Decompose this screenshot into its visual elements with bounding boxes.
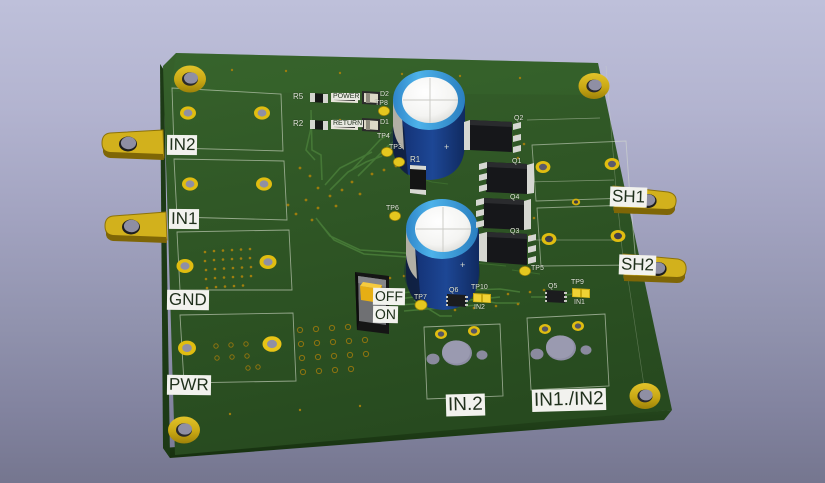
refdes-q3: Q3 [510,228,520,235]
label-tp9: TP9 [571,279,584,286]
refdes-q2: Q2 [514,115,524,122]
connector-pads-left [176,106,282,356]
soic-q6 [446,294,468,307]
silk-label-gnd: GND [166,289,209,311]
label-tp8: TP8 [375,100,388,107]
refdes-q1: Q1 [512,158,522,165]
testpad-tp10 [473,293,491,303]
silk-label-in1-in2-bottom: IN1./IN2 [531,388,606,412]
silk-label-in2-left: IN2 [166,134,198,156]
label-tp6: TP6 [386,205,399,212]
mounting-holes [168,65,661,444]
refdes-d2: D2 [380,91,389,98]
silk-label-pwr: PWR [166,374,211,396]
smd-marking-bottom: RETURN [331,119,364,128]
refdes-r1: R1 [410,155,421,164]
electrolytic-capacitor-1: + [390,70,466,180]
silk-label-switch-off: OFF [372,287,406,306]
label-tp3: TP3 [389,144,402,151]
electrolytic-capacitor-2: + [404,199,480,310]
silk-label-in1-left: IN1 [168,208,200,230]
net-label-in2: IN2 [474,304,485,311]
connector-pads-in2-bottom [426,326,488,366]
refdes-d1: D1 [380,119,389,126]
round-test-points [377,106,532,311]
connector-pads-in1-in2-bottom [530,321,592,361]
refdes-q5: Q5 [548,283,558,290]
smd-marking-top: POWER [331,92,361,101]
connector-pads-right [535,158,626,245]
label-tp4: TP4 [377,133,390,140]
resistor-r5 [310,93,328,103]
refdes-q4: Q4 [510,194,520,201]
diode-d2 [362,91,380,105]
label-tp10: TP10 [471,284,488,291]
refdes-r5: R5 [293,92,304,101]
net-label-in1: IN1 [574,299,585,306]
soic-q5 [545,290,567,303]
mosfet-q3 [479,232,536,265]
label-tp7: TP7 [414,294,427,301]
resistor-r2 [310,120,328,130]
refdes-q6: Q6 [449,287,459,294]
diode-d1 [362,118,380,132]
mosfet-q1 [479,162,534,194]
silk-label-sh2: SH2 [618,254,657,276]
svg-text:+: + [460,260,465,270]
svg-text:+: + [444,142,449,152]
refdes-r2: R2 [293,119,304,128]
mosfet-q2 [464,120,521,153]
testpad-tp9 [572,288,590,298]
label-tp5: TP5 [531,265,544,272]
silk-label-in2-bottom: IN.2 [445,393,486,417]
resistor-r1 [410,165,426,195]
silk-label-sh1: SH1 [609,186,648,208]
silk-label-switch-on: ON [372,305,399,324]
mosfet-q4 [476,198,531,230]
